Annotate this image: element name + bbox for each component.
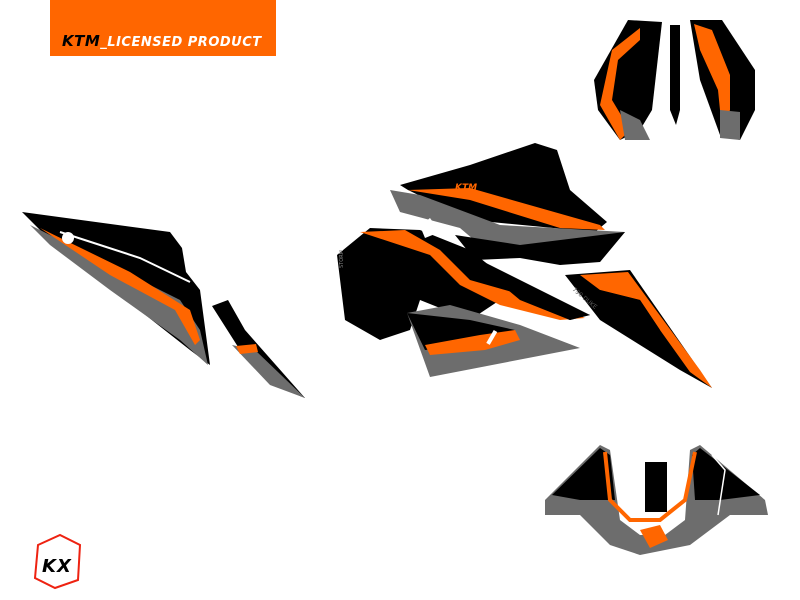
radiator-shroud-decal: 790 DUKE [565, 270, 712, 388]
ktm-brand: KTM [62, 32, 101, 50]
storm-text: STORM [339, 250, 345, 268]
tail-side-decal [22, 212, 305, 398]
licensed-product-banner: KTM_LICENSED PRODUCT [50, 0, 276, 56]
svg-text:K: K [42, 556, 58, 577]
svg-text:X: X [56, 556, 72, 577]
kutvek-logo: K X [33, 533, 82, 590]
banner-text: KTM_LICENSED PRODUCT [62, 32, 262, 50]
headlight-mask-decal [545, 445, 768, 555]
front-fender-decal [594, 20, 755, 140]
tank-ktm-logo: KTM [455, 183, 477, 193]
licensed-product-label: _LICENSED PRODUCT [100, 35, 262, 50]
tank-decal: KTM STORM [337, 143, 625, 377]
